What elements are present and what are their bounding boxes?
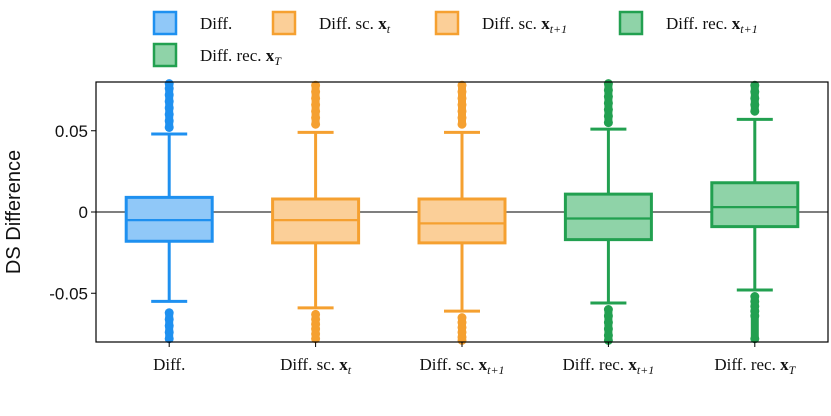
- legend-swatch: [152, 10, 178, 36]
- legend-label: Diff. rec. xt+1: [666, 14, 758, 36]
- legend-swatch: [152, 42, 178, 68]
- iqr-box: [563, 192, 653, 242]
- box-5: [710, 80, 800, 344]
- legend-item-1: Diff.: [152, 10, 232, 36]
- y-axis-ticks: 0.05 0 -0.05: [49, 122, 96, 303]
- x-tick-label: Diff. sc. xt+1: [419, 355, 504, 377]
- box-3: [417, 80, 507, 345]
- box-1: [124, 79, 214, 344]
- x-tick-label: Diff. rec. xt+1: [563, 355, 655, 377]
- x-tick-label: Diff.: [153, 355, 185, 374]
- x-axis-labels: Diff. Diff. sc. xt Diff. sc. xt+1 Diff. rec…: [153, 342, 797, 377]
- y-tick-label: 0.05: [55, 122, 88, 141]
- legend-label: Diff. sc. xt+1: [482, 14, 567, 36]
- legend-label: Diff. sc. xt: [319, 14, 391, 36]
- legend-item-4: Diff. rec. xt+1: [618, 10, 758, 36]
- legend-item-2: Diff. sc. xt: [271, 10, 391, 36]
- plot-area: [96, 79, 828, 345]
- x-tick-label: Diff. rec. xT: [714, 355, 796, 377]
- legend-swatch: [434, 10, 460, 36]
- legend-label: Diff. rec. xT: [200, 46, 282, 68]
- x-tick-label: Diff. sc. xt: [280, 355, 352, 377]
- legend-label: Diff.: [200, 14, 232, 33]
- legend-swatch: [271, 10, 297, 36]
- y-tick-label: -0.05: [49, 284, 88, 303]
- iqr-box: [417, 197, 507, 245]
- legend-swatch: [618, 10, 644, 36]
- y-axis-label: DS Difference: [3, 150, 25, 274]
- y-tick-label: 0: [79, 203, 88, 222]
- box-4: [563, 79, 653, 345]
- legend-item-5: Diff. rec. xT: [152, 42, 282, 68]
- legend-item-3: Diff. sc. xt+1: [434, 10, 567, 36]
- iqr-box: [710, 181, 800, 229]
- box-2: [271, 80, 361, 344]
